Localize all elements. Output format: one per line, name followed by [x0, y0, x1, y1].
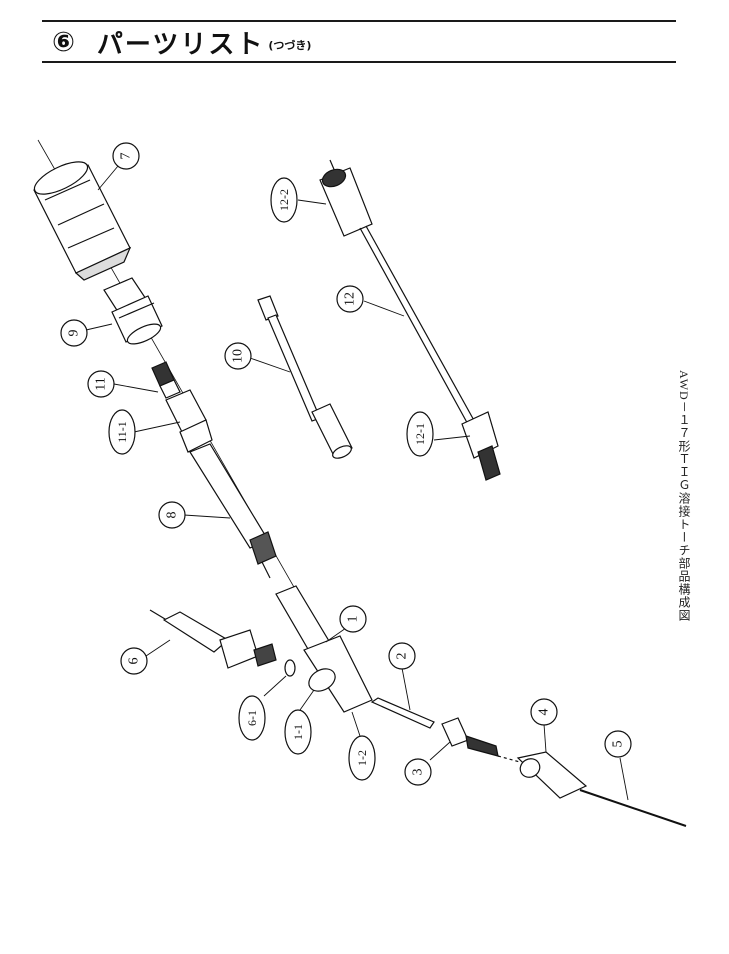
part-10-extension [257, 295, 353, 459]
callout-4 [530, 698, 558, 726]
callout-10 [224, 342, 252, 370]
callout-label-12: 12 [343, 292, 358, 306]
callout-label-11-1: 11-1 [115, 421, 129, 443]
callout-5 [604, 730, 632, 758]
callout-6-1 [238, 695, 266, 741]
callout-1-1 [284, 709, 312, 755]
part-5-electrode [579, 789, 687, 827]
callout-label-6: 6 [127, 658, 142, 665]
callout-label-11: 11 [94, 377, 109, 390]
part-12-long-assembly [319, 159, 501, 481]
callout-label-1: 1 [346, 616, 361, 623]
part-11-1-insulator [165, 389, 213, 453]
callout-11 [87, 370, 115, 398]
callout-label-9: 9 [67, 330, 82, 337]
callout-label-8: 8 [165, 512, 180, 519]
callout-label-4: 4 [537, 709, 552, 716]
header-top-rule [42, 20, 676, 22]
callout-3 [404, 758, 432, 786]
callout-11-1 [108, 409, 136, 455]
callout-1-2 [348, 735, 376, 781]
part-8-torch-tube [189, 443, 277, 579]
section-number: ⑥ [52, 26, 75, 58]
callout-label-1-2: 1-2 [355, 750, 369, 766]
callout-label-7: 7 [119, 153, 134, 160]
callout-label-2: 2 [395, 653, 410, 660]
callout-label-10: 10 [231, 349, 246, 363]
page-subtitle: (つづき) [268, 39, 312, 52]
part-4-nozzle [516, 751, 588, 799]
callout-6 [120, 647, 148, 675]
part-9-nut [103, 277, 163, 345]
part-6-1-o-ring [284, 659, 296, 677]
section-header: ⑥ パーツリスト (つづき) [52, 24, 311, 60]
callout-2 [388, 642, 416, 670]
page-title: パーツリスト [96, 29, 265, 60]
callout-7 [112, 142, 140, 170]
part-6-long-back-cap [149, 609, 277, 669]
header-bottom-rule [42, 61, 676, 63]
callout-label-1-1: 1-1 [291, 724, 305, 740]
callout-9 [60, 319, 88, 347]
callout-label-3: 3 [411, 769, 426, 776]
callout-label-12-1: 12-1 [413, 423, 427, 445]
callout-label-12-2: 12-2 [277, 189, 291, 211]
part-2-collet [370, 697, 435, 729]
callout-label-6-1: 6-1 [245, 710, 259, 726]
callout-12 [336, 285, 364, 313]
part-11-collet-body [151, 361, 181, 399]
callout-8 [158, 501, 186, 529]
callout-1 [339, 605, 367, 633]
callout-label-5: 5 [611, 741, 626, 748]
part-3-collet-body [441, 717, 499, 757]
callout-12-1 [406, 411, 434, 457]
part-7-back-cap [33, 161, 132, 281]
part-1-torch-head [275, 585, 373, 713]
diagram-caption: AWD－１７形ＴＩＧ溶接トーチ部品構成図 [677, 370, 691, 622]
callout-12-2 [270, 177, 298, 223]
